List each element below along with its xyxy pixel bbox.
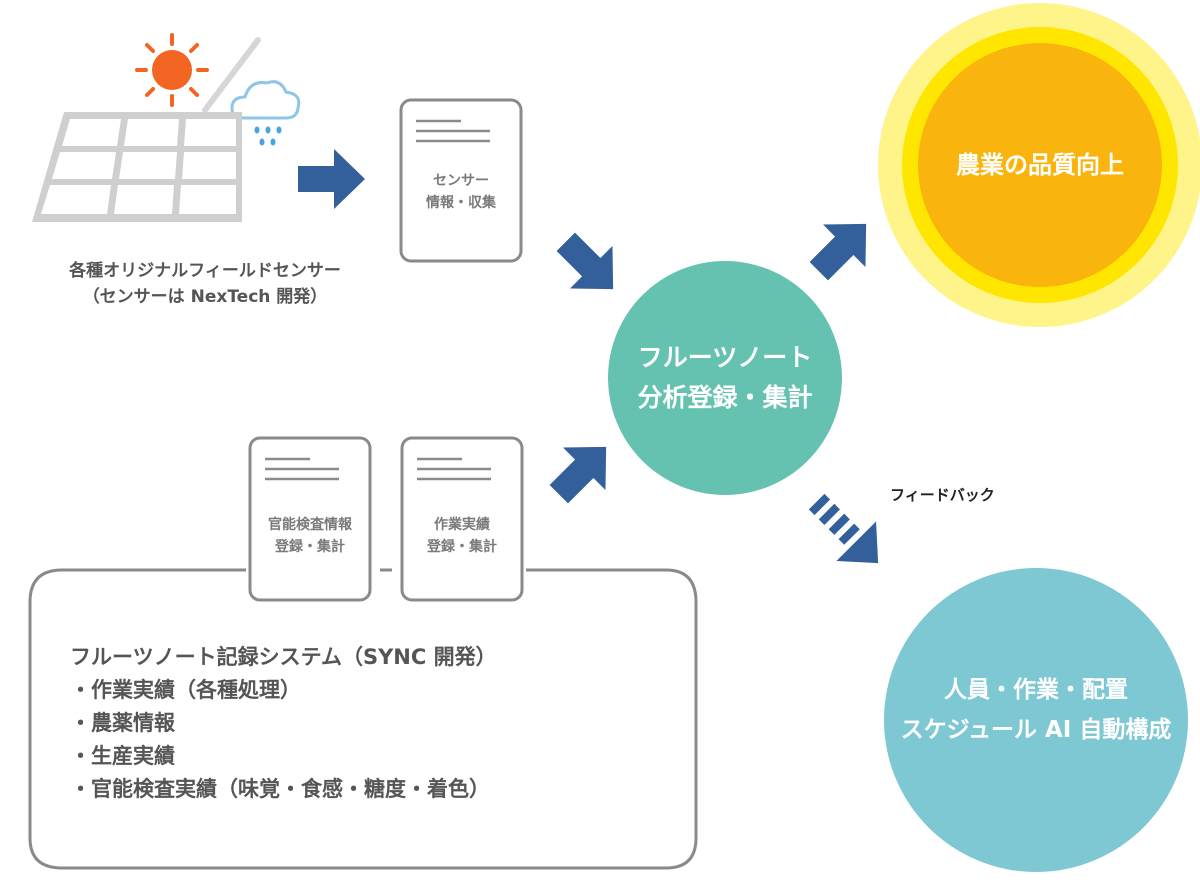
sensor-document-line1: センサー xyxy=(433,173,489,189)
inspection-document-icon xyxy=(248,436,372,602)
arrow-records-to-center xyxy=(549,446,607,504)
arrow-sensor-to-center xyxy=(556,232,614,290)
feedback-dashed-arrow xyxy=(808,493,879,564)
sensor-caption: 各種オリジナルフィールドセンサー （センサーは NexTech 開発） xyxy=(20,258,390,310)
schedule-circle-label: 人員・作業・配置 スケジュール AI 自動構成 xyxy=(884,670,1188,750)
sensor-pole xyxy=(202,37,261,113)
arrow-panel-to-sensor-doc xyxy=(298,149,365,209)
center-circle-line2: 分析登録・集計 xyxy=(637,383,813,412)
quality-sun-shape xyxy=(878,3,1200,327)
sensor-document-line2: 情報・収集 xyxy=(426,195,496,211)
center-circle-line1: フルーツノート xyxy=(637,343,813,372)
rain-cloud-icon xyxy=(230,80,301,146)
system-box-outline xyxy=(28,568,698,870)
sensor-caption-line2: （センサーは NexTech 開発） xyxy=(82,287,328,307)
center-circle-label: フルーツノート 分析登録・集計 xyxy=(608,338,842,418)
system-box-item: ・生産実績 xyxy=(70,744,175,768)
schedule-circle-line1: 人員・作業・配置 xyxy=(944,677,1128,703)
inspection-document-line1: 官能検査情報 xyxy=(268,517,352,533)
system-box-item: ・農薬情報 xyxy=(70,711,175,735)
work-document-icon xyxy=(400,436,524,602)
system-box-title: フルーツノート記録システム（SYNC 開発） xyxy=(70,645,497,669)
system-box-item: ・官能検査実績（味覚・食感・糖度・着色） xyxy=(70,777,490,801)
feedback-label: フィードバック xyxy=(890,486,995,504)
work-document-line1: 作業実績 xyxy=(434,517,490,533)
system-box-item: ・作業実績（各種処理） xyxy=(70,678,301,702)
center-circle-shape xyxy=(608,261,842,495)
arrow-center-to-quality xyxy=(809,223,867,281)
sensor-document-icon xyxy=(399,98,523,263)
sensor-caption-line1: 各種オリジナルフィールドセンサー xyxy=(69,261,341,281)
sun-icon xyxy=(135,33,209,107)
inspection-document-line2: 登録・集計 xyxy=(275,539,345,555)
schedule-circle-shape xyxy=(884,568,1188,872)
system-box-content: フルーツノート記録システム（SYNC 開発） ・作業実績（各種処理） ・農薬情報… xyxy=(70,641,670,806)
inspection-document-label: 官能検査情報 登録・集計 xyxy=(250,514,370,558)
work-document-line2: 登録・集計 xyxy=(427,539,497,555)
sensor-document-label: センサー 情報・収集 xyxy=(401,170,521,214)
quality-label: 農業の品質向上 xyxy=(956,151,1124,179)
work-document-label: 作業実績 登録・集計 xyxy=(402,514,522,558)
schedule-circle-line2: スケジュール AI 自動構成 xyxy=(900,717,1172,743)
solar-panel-icon xyxy=(32,112,242,222)
